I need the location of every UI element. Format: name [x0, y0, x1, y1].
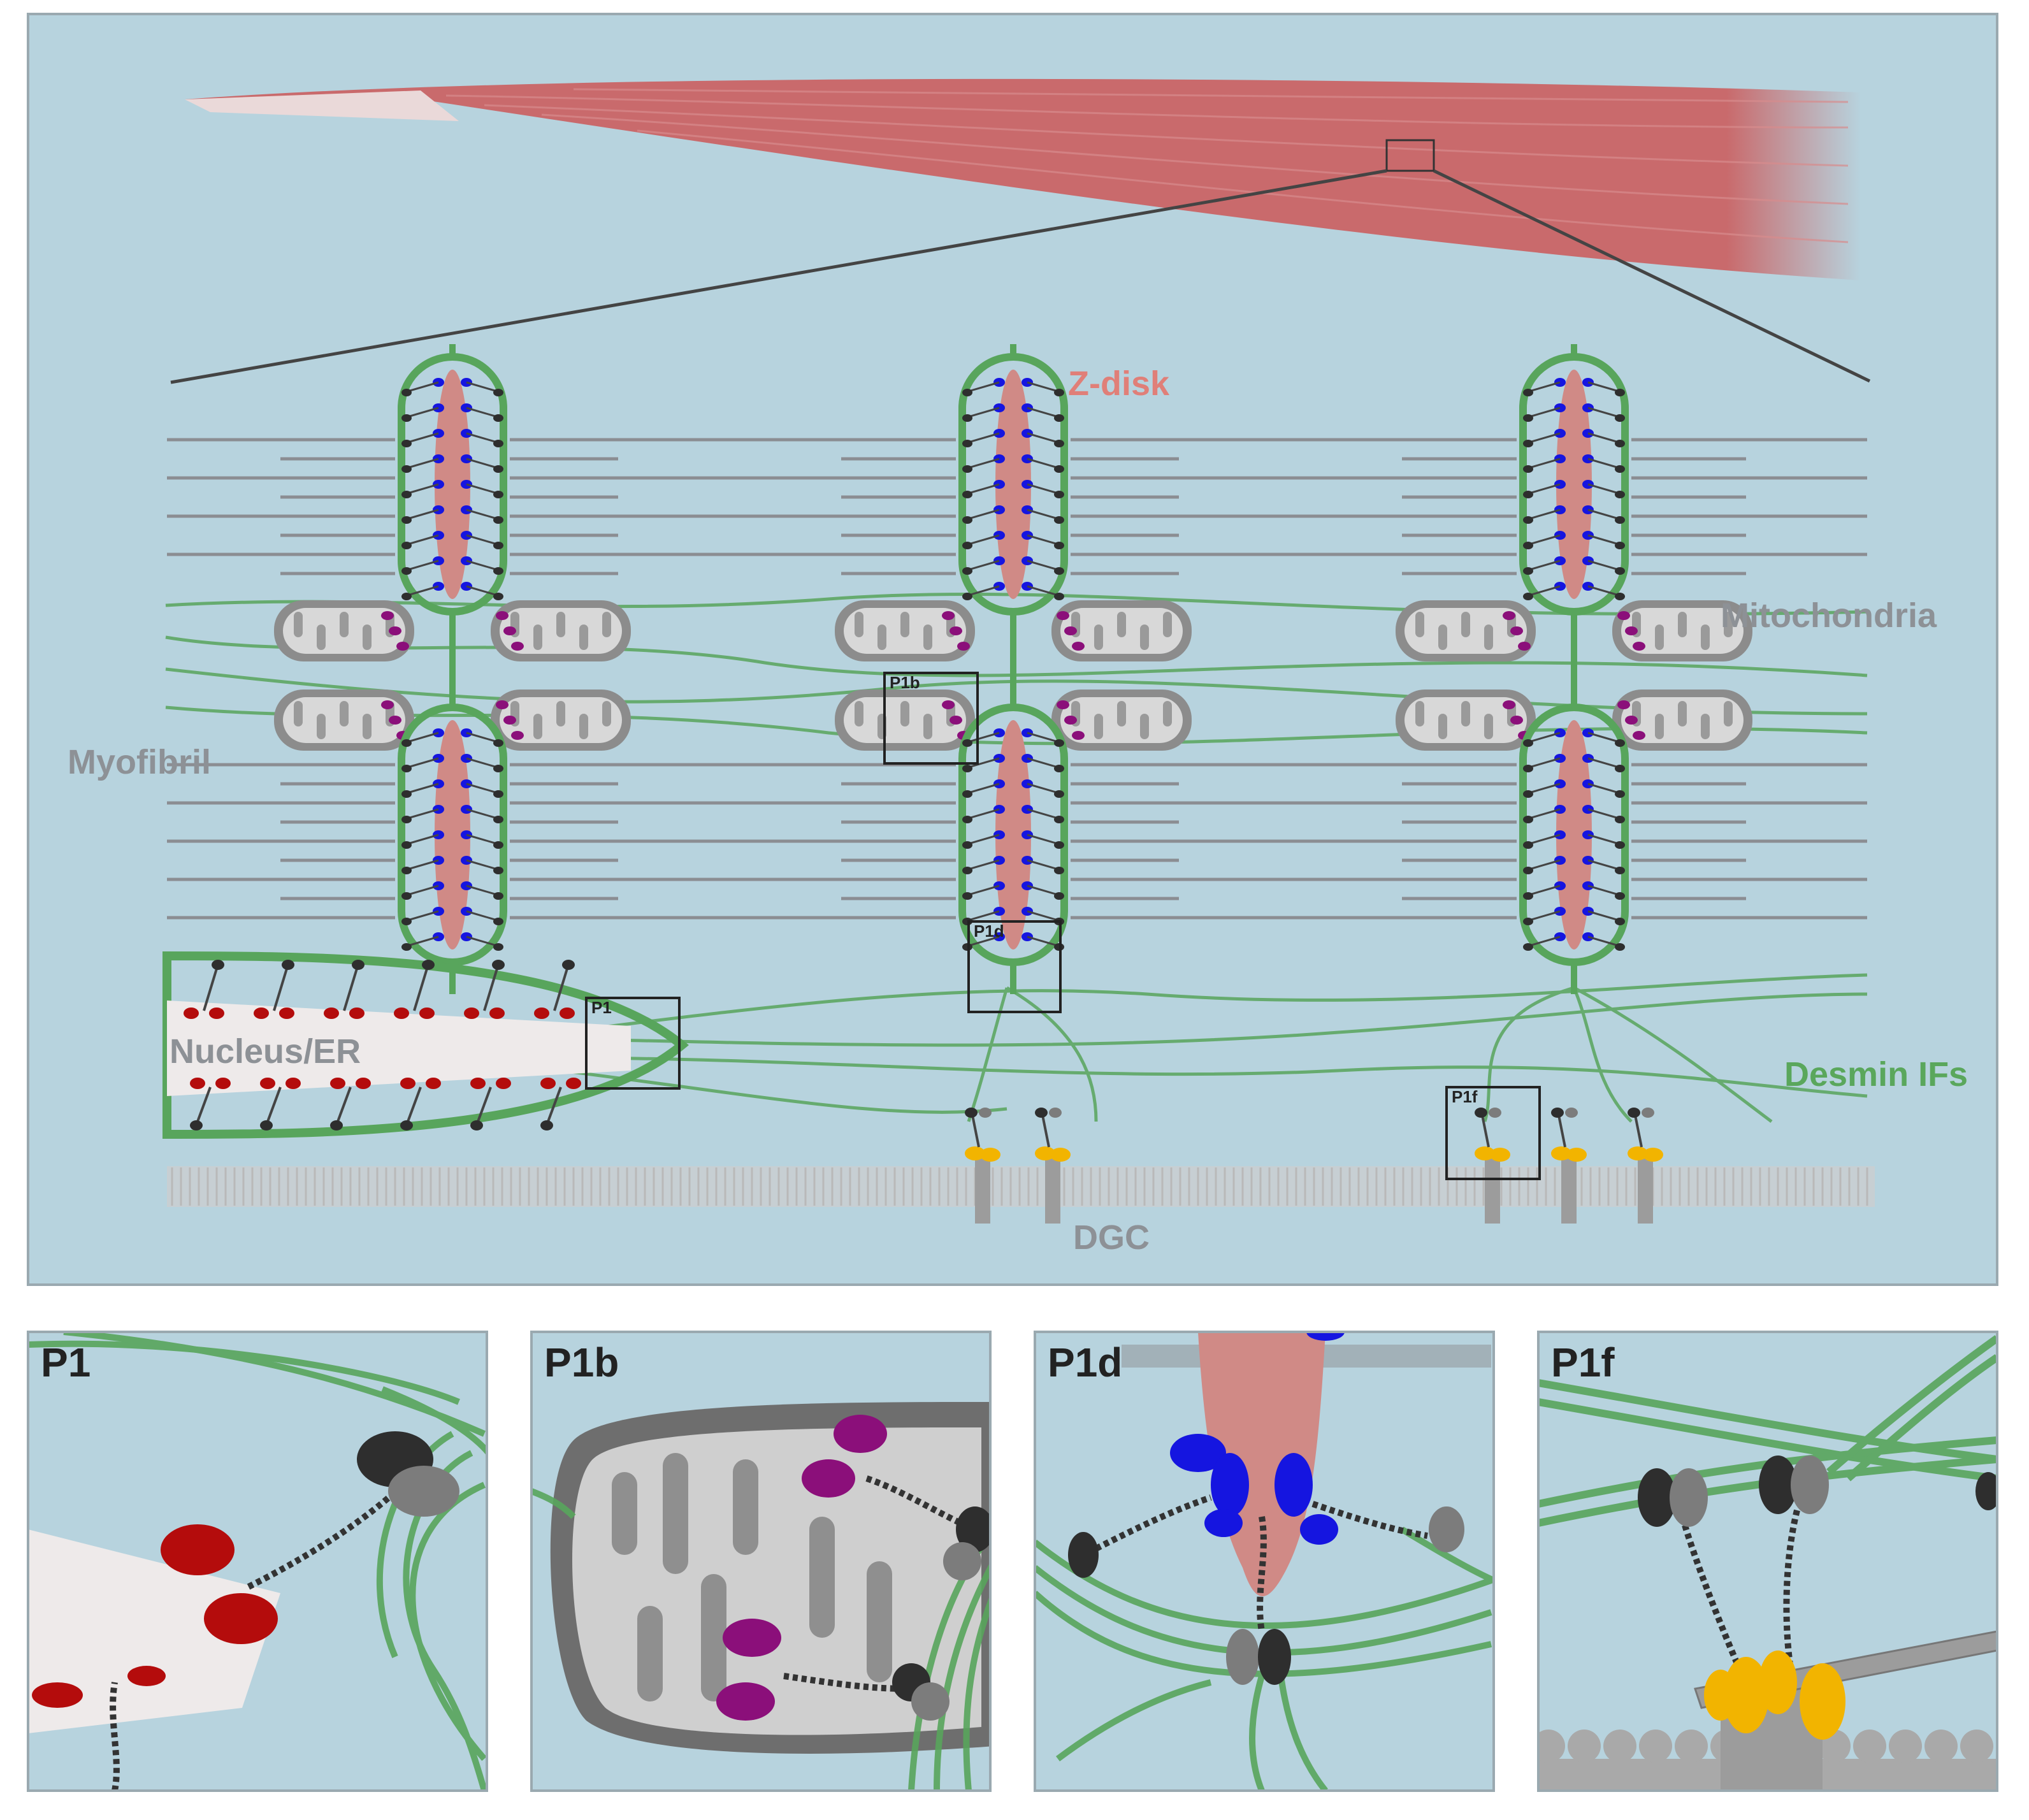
panel-p1f-title: P1f	[1551, 1340, 1615, 1385]
myofibril-label: Myofibril	[68, 743, 211, 781]
dgc-complex	[1035, 1108, 1071, 1224]
mitochondrion	[1396, 600, 1536, 661]
mitochondrion	[491, 600, 631, 661]
panel-p1b-title: P1b	[544, 1340, 619, 1385]
panel-p1: P1	[27, 1331, 488, 1792]
callout-p1b-box	[883, 672, 979, 765]
mitochondrion	[274, 690, 414, 751]
panel-p1-title: P1	[41, 1340, 90, 1385]
myofibril-lines	[167, 438, 1867, 920]
callout-p1b-label: P1b	[890, 673, 920, 692]
mitochondria-label: Mitochondria	[1721, 596, 1937, 635]
mitochondrion	[1612, 690, 1752, 751]
mitochondrion	[1051, 600, 1192, 661]
dgc-label: DGC	[1073, 1218, 1150, 1257]
z-disk-unit	[835, 344, 1192, 994]
sarcolemma	[167, 1108, 1875, 1224]
z-disk-units	[274, 344, 1752, 994]
nucleus-er	[162, 951, 690, 1139]
panel-p1d: P1d	[1034, 1331, 1495, 1792]
muscle-illustration	[170, 78, 1871, 384]
z-disk-unit	[1396, 344, 1752, 994]
z-disk-unit	[274, 344, 631, 994]
desmin-label: Desmin IFs	[1784, 1055, 1968, 1094]
dgc-complex	[1551, 1108, 1587, 1224]
nucleus-label: Nucleus/ER	[170, 1032, 361, 1071]
mitochondrion	[835, 600, 975, 661]
mitochondrion	[1396, 690, 1536, 751]
mitochondrion	[491, 690, 631, 751]
mitochondrion	[1612, 600, 1752, 661]
panel-p1b: P1b	[530, 1331, 992, 1792]
callout-boxes	[585, 672, 1541, 1180]
callout-p1f-label: P1f	[1452, 1087, 1478, 1106]
mitochondrion	[1051, 690, 1192, 751]
dgc-complex	[965, 1108, 1000, 1224]
dgc-complex	[1475, 1108, 1510, 1224]
callout-p1-label: P1	[591, 998, 612, 1017]
z-disk	[1519, 353, 1629, 616]
panel-p1f: P1f	[1537, 1331, 1998, 1792]
mitochondrion	[835, 690, 975, 751]
mitochondrion	[274, 600, 414, 661]
panel-p1d-title: P1d	[1048, 1340, 1122, 1385]
callout-p1f-box	[1445, 1086, 1541, 1180]
muscle-zoom-box	[1385, 139, 1435, 172]
callout-p1d-label: P1d	[974, 921, 1004, 941]
callout-p1d-box	[967, 920, 1062, 1013]
callout-p1-box	[585, 997, 681, 1090]
z-disk-label: Z-disk	[1068, 365, 1170, 403]
dgc-complex	[1628, 1108, 1663, 1224]
z-disk	[958, 353, 1068, 616]
